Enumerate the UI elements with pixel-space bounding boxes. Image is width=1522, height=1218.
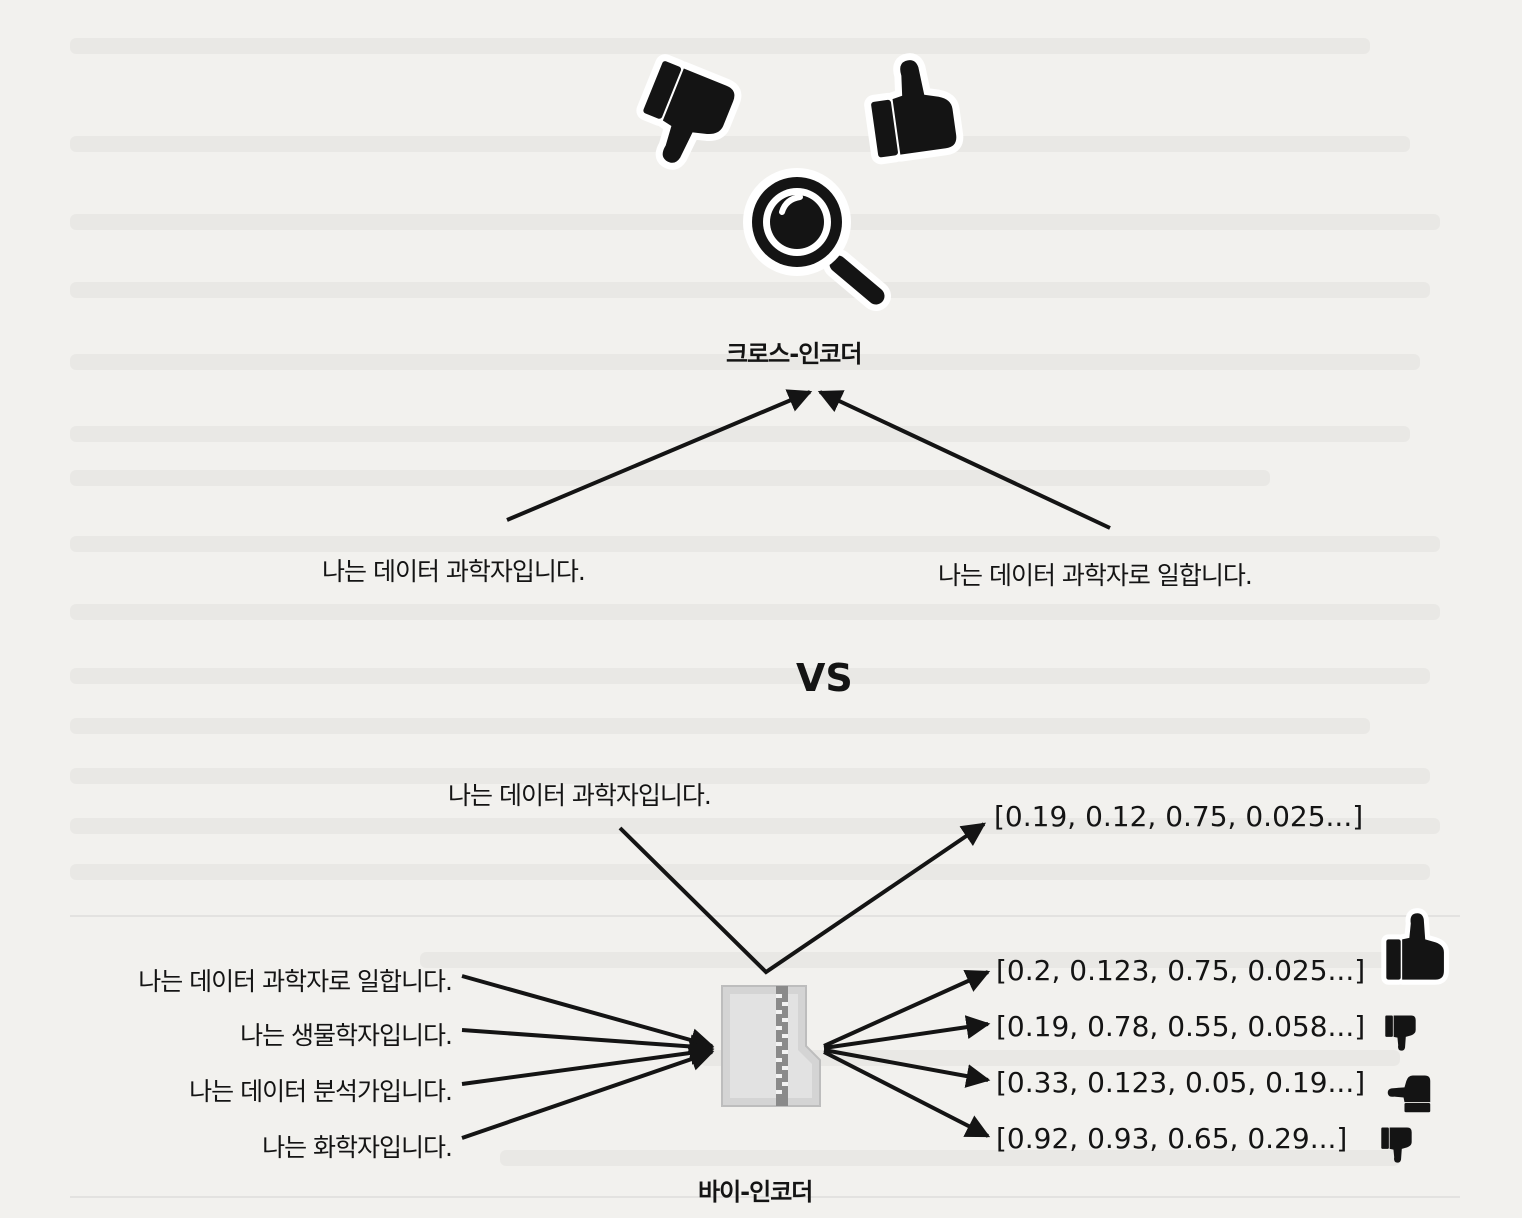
candidate-sentence-4: 나는 화학자입니다.: [262, 1133, 453, 1162]
query-line: [618, 822, 986, 975]
vs-separator: VS: [796, 656, 853, 700]
cross-left-sentence: 나는 데이터 과학자입니다.: [322, 557, 586, 586]
bi-encoder-arrows: [461, 822, 991, 1140]
cross-right-sentence: 나는 데이터 과학자로 일합니다.: [938, 561, 1253, 590]
thumbs-up-icon: [864, 53, 964, 165]
feedback-thumbs-up-icon-3: [1387, 1075, 1431, 1113]
candidate-line-2: [461, 1028, 715, 1059]
bi-encoder-title: 바이-인코더: [698, 1178, 813, 1206]
magnifier-icon: [743, 168, 891, 311]
cross-left-arrow: [506, 389, 813, 522]
candidate-line-1: [461, 974, 715, 1052]
candidate-vector-2: [0.19, 0.78, 0.55, 0.058...]: [996, 1010, 1366, 1043]
feedback-thumbs-down-icon-2: [1385, 1015, 1416, 1051]
cross-encoder-title: 크로스-인코더: [726, 340, 862, 368]
vector-line-1: [823, 969, 991, 1048]
feedback-thumbs-down-icon-4: [1381, 1127, 1412, 1163]
candidate-vector-1: [0.2, 0.123, 0.75, 0.025...]: [996, 954, 1366, 987]
candidate-vector-3: [0.33, 0.123, 0.05, 0.19...]: [996, 1066, 1366, 1099]
vector-line-2: [823, 1015, 991, 1050]
vector-line-4: [823, 1050, 991, 1138]
vector-line-3: [823, 1048, 991, 1088]
cross-right-arrow: [817, 390, 1111, 530]
candidate-line-4: [461, 1047, 715, 1140]
candidate-line-3: [461, 1041, 715, 1086]
candidate-sentence-1: 나는 데이터 과학자로 일합니다.: [138, 967, 453, 996]
candidate-vector-4: [0.92, 0.93, 0.65, 0.29...]: [996, 1122, 1348, 1155]
bi-query-vector: [0.19, 0.12, 0.75, 0.025...]: [994, 800, 1364, 833]
feedback-thumbs-up-icon-1: [1381, 908, 1449, 985]
bi-query-sentence: 나는 데이터 과학자입니다.: [448, 781, 712, 810]
thumbs-down-icon: [636, 54, 742, 170]
candidate-sentence-3: 나는 데이터 분석가입니다.: [189, 1077, 453, 1106]
cross-encoder-arrows: [506, 389, 1111, 530]
zip-file-icon: [721, 985, 821, 1107]
candidate-sentence-2: 나는 생물학자입니다.: [240, 1021, 453, 1050]
